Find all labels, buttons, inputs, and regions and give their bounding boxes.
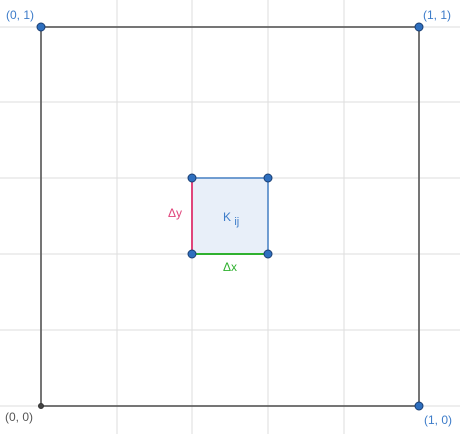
vertex-top-left <box>36 22 46 32</box>
cell-label-sub: ij <box>234 216 239 228</box>
vertex-bottom-right <box>414 401 424 411</box>
vertex-bottom-left <box>38 403 44 409</box>
cell-vertex-bottom-left <box>187 249 197 259</box>
cell-kij <box>191 177 269 255</box>
corner-label-bottom-left: (0, 0) <box>5 410 33 424</box>
corner-label-top-right: (1, 1) <box>423 8 451 22</box>
cell-vertex-top-left <box>187 173 197 183</box>
cell-vertex-bottom-right <box>263 249 273 259</box>
unit-square <box>40 26 420 407</box>
vertices <box>36 22 424 411</box>
cell-label: K ij <box>223 210 239 228</box>
vertex-top-right <box>414 22 424 32</box>
corner-label-top-left: (0, 1) <box>6 8 34 22</box>
cell-label-main: K <box>223 210 231 224</box>
cell-vertex-top-right <box>263 173 273 183</box>
dx-label: Δx <box>223 260 237 274</box>
dy-label: Δy <box>168 206 182 220</box>
corner-label-bottom-right: (1, 0) <box>424 413 452 427</box>
